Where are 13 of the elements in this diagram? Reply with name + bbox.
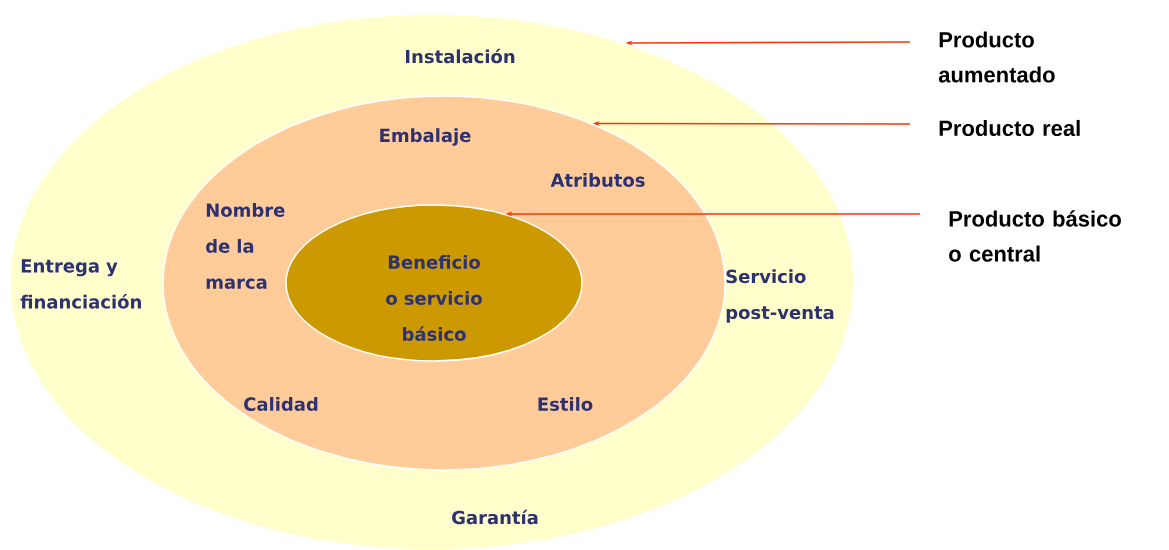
band-label: Beneficio o servicio básico	[386, 255, 482, 341]
band-label: Estilo	[538, 397, 593, 411]
layer-label: Producto básico o central	[949, 210, 1121, 262]
band-label: Entrega y financiación	[20, 259, 141, 309]
band-label: Garantía	[452, 509, 538, 525]
band-label: Instalación	[406, 48, 515, 64]
band-label: Servicio post-venta	[726, 269, 834, 323]
band-label: Atributos	[550, 173, 645, 187]
band-label: Nombre de la marca	[206, 203, 285, 289]
band-label: Embalaje	[380, 128, 471, 146]
band-label: Calidad	[244, 397, 318, 411]
layer-label: Producto real	[939, 119, 1080, 137]
layer-label: Producto aumentado	[938, 31, 1055, 83]
